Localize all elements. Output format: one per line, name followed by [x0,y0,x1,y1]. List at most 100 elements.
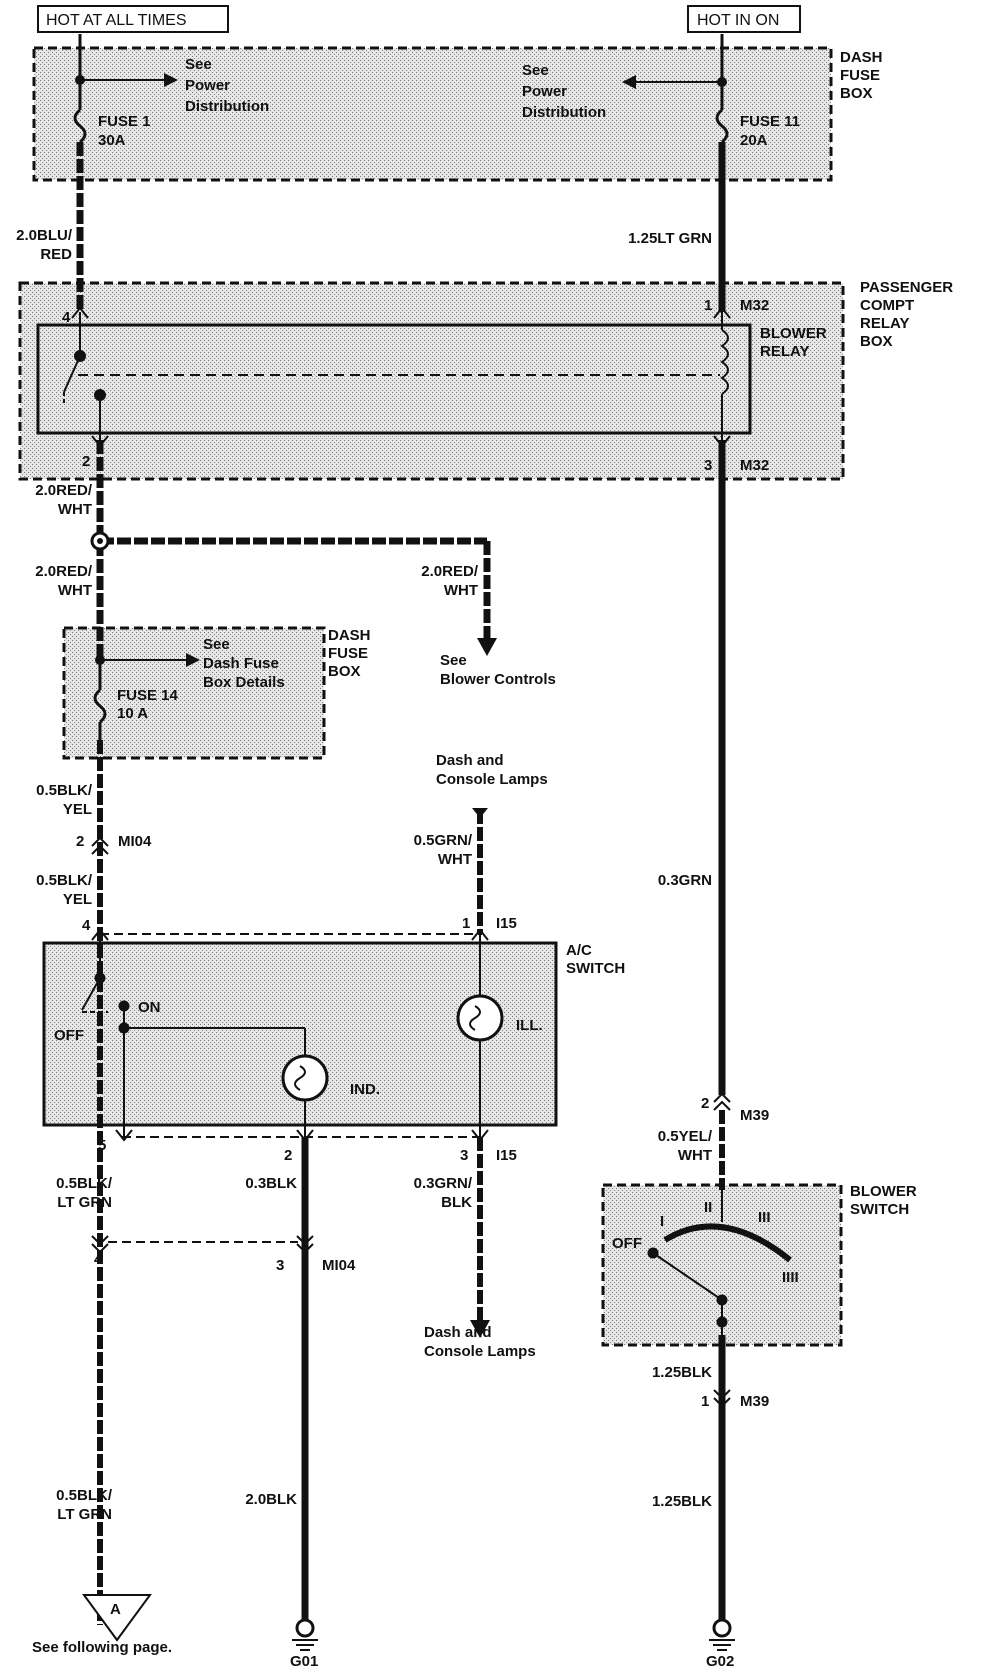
svg-text:BOX: BOX [840,85,873,102]
svg-text:RELAY: RELAY [860,315,909,332]
svg-text:3: 3 [704,457,712,474]
svg-text:1: 1 [704,297,712,314]
svg-text:SWITCH: SWITCH [566,960,625,977]
arrow-power-right [622,75,727,89]
svg-text:HOT AT ALL TIMES: HOT AT ALL TIMES [46,12,187,29]
svg-text:0.3GRN: 0.3GRN [658,872,712,889]
svg-text:FUSE 11: FUSE 11 [740,113,800,130]
svg-text:BLOWER: BLOWER [850,1183,917,1200]
svg-text:1.25BLK: 1.25BLK [652,1493,712,1510]
svg-text:See: See [185,56,212,73]
svg-text:I15: I15 [496,915,517,932]
svg-text:0.3BLK: 0.3BLK [245,1175,297,1192]
svg-text:2.0RED/: 2.0RED/ [35,563,93,580]
ac-switch-internals [81,934,504,1137]
svg-text:Blower Controls: Blower Controls [440,671,556,688]
svg-text:BOX: BOX [328,663,361,680]
svg-text:A/C: A/C [566,942,592,959]
svg-text:0.5BLK/: 0.5BLK/ [56,1487,113,1504]
svg-text:OFF: OFF [54,1027,84,1044]
svg-text:COMPT: COMPT [860,297,914,314]
svg-text:4: 4 [94,1251,103,1268]
svg-text:FUSE 14: FUSE 14 [117,687,179,704]
dash-fuse-box-top: DASH FUSE BOX [32,46,883,182]
svg-text:LT GRN: LT GRN [57,1194,112,1211]
header-hot-in-on: HOT IN ON [687,5,801,33]
svg-text:20A: 20A [740,132,768,149]
svg-text:I: I [660,1213,664,1230]
svg-text:RELAY: RELAY [760,343,809,360]
svg-text:WHT: WHT [438,851,472,868]
connector-pins [71,306,731,1408]
blower-switch: BLOWER SWITCH [601,1183,917,1347]
svg-text:BOX: BOX [860,333,893,350]
svg-text:LT GRN: LT GRN [57,1506,112,1523]
svg-text:OFF: OFF [612,1235,642,1252]
svg-text:III: III [758,1209,771,1226]
svg-text:1.25LT GRN: 1.25LT GRN [628,230,712,247]
svg-text:Dash and: Dash and [436,752,504,769]
splice-branch-blower [90,531,497,656]
svg-text:PASSENGER: PASSENGER [860,279,953,296]
ref-power-right: See Power Distribution [522,62,606,121]
svg-text:Distribution: Distribution [185,98,269,115]
ground-g02: G02 [706,1618,735,1668]
svg-text:DASH: DASH [328,627,371,644]
svg-text:0.5BLK/: 0.5BLK/ [36,782,93,799]
svg-text:II: II [704,1199,712,1216]
svg-text:WHT: WHT [58,501,92,518]
ref-dash-fuse-details: See Dash Fuse Box Details [203,636,285,691]
svg-text:2: 2 [284,1147,292,1164]
ref-lamps-bottom: Dash and Console Lamps [424,1324,536,1360]
dash-fuse-box-fuse14: DASH FUSE BOX [62,626,371,760]
svg-text:Distribution: Distribution [522,104,606,121]
svg-text:2.0RED/: 2.0RED/ [421,563,479,580]
blower-switch-internals [647,1190,792,1345]
svg-text:Console Lamps: Console Lamps [436,771,548,788]
svg-text:IND.: IND. [350,1081,380,1098]
fuse14 [93,653,200,740]
svg-text:HOT IN ON: HOT IN ON [697,12,779,29]
svg-text:0.5BLK/: 0.5BLK/ [36,872,93,889]
svg-text:A: A [110,1601,121,1618]
fuse1-label: FUSE 1 30A [98,113,151,149]
svg-text:FUSE: FUSE [328,645,368,662]
svg-text:I15: I15 [496,1147,517,1164]
svg-text:5: 5 [98,1137,106,1154]
svg-text:DASH: DASH [840,49,883,66]
ref-power-left: See Power Distribution [185,56,269,115]
switch-labels: ON OFF IND. ILL. OFF I II III IIII [54,999,799,1286]
svg-text:M32: M32 [740,297,769,314]
blower-relay: BLOWER RELAY [36,323,827,435]
svg-text:4: 4 [82,917,91,934]
svg-text:Dash Fuse: Dash Fuse [203,655,279,672]
svg-text:4: 4 [62,309,71,326]
svg-text:G01: G01 [290,1653,318,1668]
svg-text:M39: M39 [740,1107,769,1124]
svg-text:See: See [440,652,467,669]
ref-following-page: See following page. [32,1639,172,1656]
svg-text:Box Details: Box Details [203,674,285,691]
fuse14-label: FUSE 14 10 A [117,687,179,722]
svg-text:0.5GRN/: 0.5GRN/ [414,832,473,849]
svg-text:MI04: MI04 [322,1257,356,1274]
svg-text:30A: 30A [98,132,126,149]
svg-text:1.25BLK: 1.25BLK [652,1364,712,1381]
ref-lamps-top: Dash and Console Lamps [436,752,548,788]
svg-text:3: 3 [276,1257,284,1274]
svg-text:Console Lamps: Console Lamps [424,1343,536,1360]
svg-text:3: 3 [460,1147,468,1164]
svg-text:Power: Power [185,77,230,94]
offpage-connector-a: A [82,1594,152,1642]
svg-text:M32: M32 [740,457,769,474]
svg-text:0.5BLK/: 0.5BLK/ [56,1175,113,1192]
ref-blower-controls: See Blower Controls [440,652,556,688]
svg-text:0.3GRN/: 0.3GRN/ [414,1175,473,1192]
svg-text:IIII: IIII [782,1269,799,1286]
svg-text:Power: Power [522,83,567,100]
relay-contact [63,312,106,440]
header-hot-at-all-times: HOT AT ALL TIMES [37,5,229,33]
ground-g01: G01 [290,1618,318,1668]
wire-labels: 2.0BLU/ RED 1.25LT GRN 2.0RED/ WHT 2.0RE… [16,227,713,1523]
